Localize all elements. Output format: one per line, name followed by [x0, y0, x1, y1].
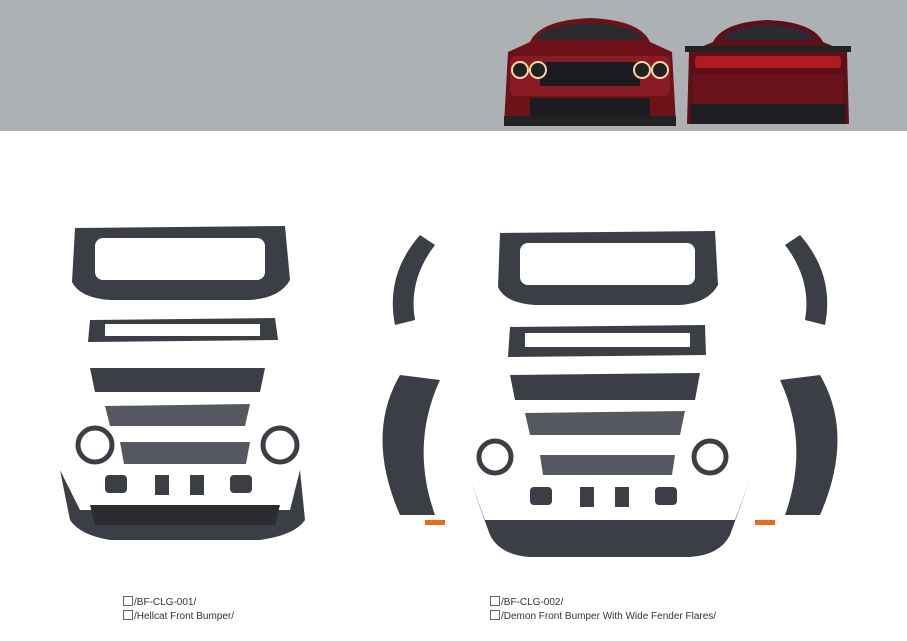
product-caption-demon: /BF-CLG-002/ /Demon Front Bumper With Wi… — [490, 596, 716, 624]
product-name: /Hellcat Front Bumper/ — [134, 611, 235, 622]
car-front-image — [504, 18, 676, 126]
checkbox-icon — [123, 596, 133, 606]
product-code: /BF-CLG-001/ — [134, 597, 197, 608]
checkbox-icon — [490, 610, 500, 620]
banner — [0, 0, 907, 131]
checkbox-icon — [123, 610, 133, 620]
product-caption-hellcat: /BF-CLG-001/ /Hellcat Front Bumper/ — [123, 596, 234, 624]
car-rear-image — [685, 20, 851, 124]
demon-parts-image — [382, 231, 838, 557]
checkbox-icon — [490, 596, 500, 606]
hellcat-parts-image — [60, 226, 305, 540]
product-code: /BF-CLG-002/ — [501, 597, 564, 608]
product-name: /Demon Front Bumper With Wide Fender Fla… — [501, 611, 717, 622]
